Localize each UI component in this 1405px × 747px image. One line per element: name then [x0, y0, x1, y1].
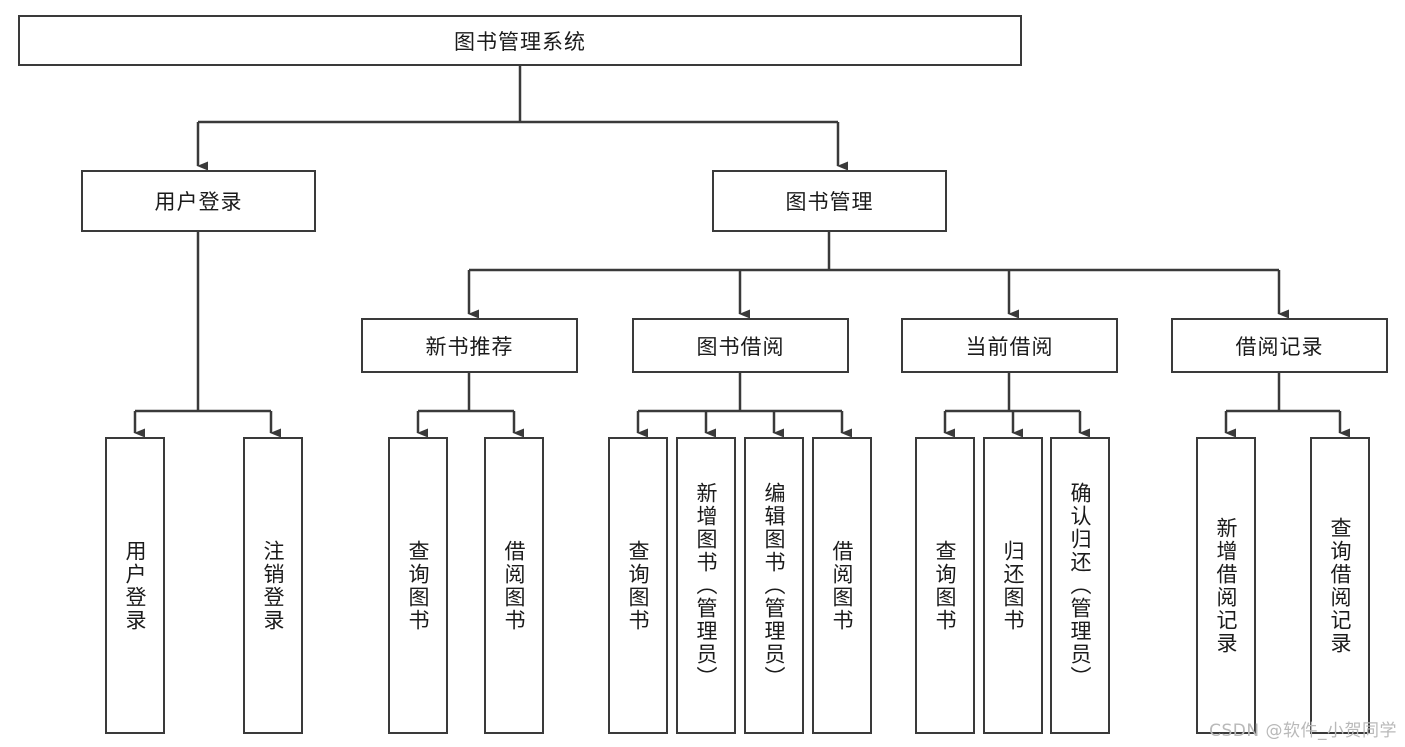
- leaf-user-login[interactable]: 用户登录: [105, 437, 165, 734]
- node-user-login-label: 用户登录: [154, 190, 243, 214]
- node-book-borrow-label: 图书借阅: [696, 334, 785, 359]
- leaf-borrow-book-recommend-label: 借阅图书: [502, 539, 527, 632]
- leaf-add-book-admin-label: 新增图书（管理员）: [694, 482, 719, 689]
- leaf-query-book-recommend[interactable]: 查询图书: [388, 437, 448, 734]
- leaf-query-borrow-record[interactable]: 查询借阅记录: [1310, 437, 1370, 734]
- leaf-return-book-label: 归还图书: [1001, 539, 1026, 632]
- leaf-logout[interactable]: 注销登录: [243, 437, 303, 734]
- node-root[interactable]: 图书管理系统: [18, 15, 1022, 66]
- node-user-login[interactable]: 用户登录: [81, 170, 316, 232]
- leaf-add-borrow-record[interactable]: 新增借阅记录: [1196, 437, 1256, 734]
- leaf-edit-book-admin-label: 编辑图书（管理员）: [762, 482, 787, 689]
- leaf-query-book-recommend-label: 查询图书: [406, 539, 431, 632]
- node-root-label: 图书管理系统: [454, 29, 586, 54]
- leaf-logout-label: 注销登录: [261, 539, 286, 632]
- leaf-borrow-book-recommend[interactable]: 借阅图书: [484, 437, 544, 734]
- leaf-borrow-book[interactable]: 借阅图书: [812, 437, 872, 734]
- leaf-confirm-return-admin-label: 确认归还（管理员）: [1068, 482, 1093, 689]
- node-borrow-record[interactable]: 借阅记录: [1171, 318, 1388, 373]
- leaf-add-book-admin[interactable]: 新增图书（管理员）: [676, 437, 736, 734]
- leaf-confirm-return-admin[interactable]: 确认归还（管理员）: [1050, 437, 1110, 734]
- node-book-management-label: 图书管理: [785, 190, 874, 214]
- node-current-borrow[interactable]: 当前借阅: [901, 318, 1118, 373]
- leaf-query-book-current[interactable]: 查询图书: [915, 437, 975, 734]
- leaf-borrow-book-label: 借阅图书: [830, 539, 855, 632]
- node-borrow-record-label: 借阅记录: [1235, 334, 1324, 359]
- leaf-query-book-borrow-label: 查询图书: [626, 539, 651, 632]
- leaf-user-login-label: 用户登录: [123, 539, 148, 632]
- node-book-management[interactable]: 图书管理: [712, 170, 947, 232]
- node-new-book-recommend[interactable]: 新书推荐: [361, 318, 578, 373]
- leaf-add-borrow-record-label: 新增借阅记录: [1214, 516, 1239, 655]
- node-new-book-recommend-label: 新书推荐: [425, 334, 514, 359]
- node-book-borrow[interactable]: 图书借阅: [632, 318, 849, 373]
- leaf-edit-book-admin[interactable]: 编辑图书（管理员）: [744, 437, 804, 734]
- leaf-return-book[interactable]: 归还图书: [983, 437, 1043, 734]
- leaf-query-book-current-label: 查询图书: [933, 539, 958, 632]
- leaf-query-book-borrow[interactable]: 查询图书: [608, 437, 668, 734]
- leaf-query-borrow-record-label: 查询借阅记录: [1328, 516, 1353, 655]
- node-current-borrow-label: 当前借阅: [965, 334, 1054, 359]
